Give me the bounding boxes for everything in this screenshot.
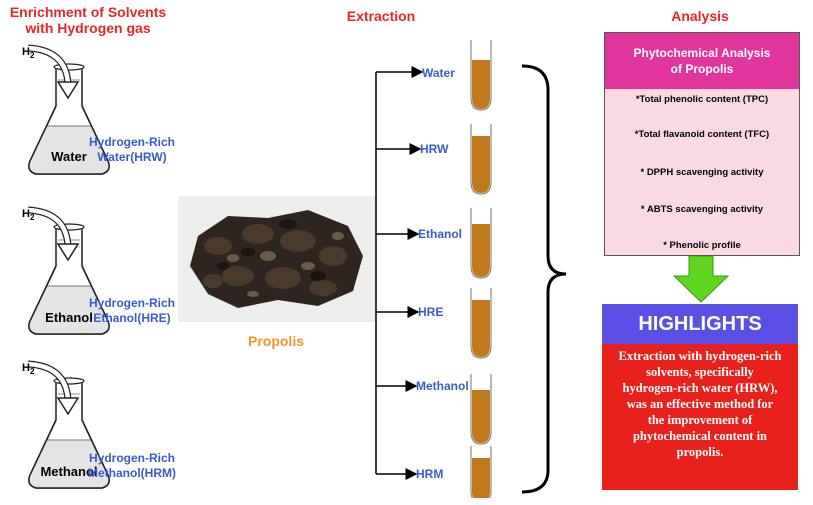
highlights-line: hydrogen-rich water (HRW), <box>622 381 778 395</box>
h2-label-1: H2 <box>22 46 34 60</box>
tube-label-hrw: HRW <box>420 142 449 156</box>
tube-methanol <box>470 374 492 445</box>
highlights-title: HIGHLIGHTS <box>602 304 798 344</box>
h2-label-2: H2 <box>22 208 34 222</box>
tube-hrw <box>470 124 492 195</box>
h2-text: H <box>22 208 30 220</box>
tube-hre <box>470 288 492 359</box>
highlights-line: phytochemical content in <box>632 429 768 443</box>
product-line2: Ethanol(HRE) <box>93 311 171 325</box>
tube-label-water: Water <box>422 66 455 80</box>
analysis-title: Analysis <box>671 8 729 24</box>
highlights-line: the improvement of <box>647 413 753 427</box>
h2-sub: 2 <box>29 51 35 61</box>
highlights-line: was an effective method for <box>626 397 774 411</box>
enrichment-title-line2: with Hydrogen gas <box>25 20 151 36</box>
flask-label-water: Water <box>51 149 87 164</box>
h2-sub: 2 <box>29 213 35 223</box>
flask-label-ethanol: Ethanol <box>45 310 93 325</box>
analysis-item-dpph: * DPPH scavenging activity <box>640 167 764 178</box>
enrichment-title: Enrichment of Solvents with Hydrogen gas <box>0 4 176 36</box>
product-line1: Hydrogen-Rich <box>88 451 175 465</box>
analysis-box: Phytochemical Analysis of Propolis *Tota… <box>604 32 800 256</box>
tube-label-hrm: HRM <box>416 467 444 481</box>
analysis-item-tfc: *Total flavanoid content (TFC) <box>634 129 770 140</box>
product-line1: Hydrogen-Rich <box>88 135 175 149</box>
highlights-body: Extraction with hydrogen-rich solvents, … <box>602 344 798 490</box>
test-tubes <box>470 40 492 498</box>
tube-label-methanol: Methanol <box>416 379 469 393</box>
analysis-title-line1: Phytochemical Analysis <box>633 46 771 60</box>
enrichment-title-line1: Enrichment of Solvents <box>9 4 167 20</box>
product-label-hrw: Hydrogen-Rich Water(HRW) <box>82 135 182 165</box>
propolis-label: Propolis <box>247 333 304 349</box>
product-line2: Water(HRW) <box>97 150 167 164</box>
highlights-line: solvents, specifically <box>646 365 754 379</box>
propolis-image <box>178 196 376 322</box>
green-down-arrow <box>672 256 730 303</box>
tube-label-ethanol: Ethanol <box>418 227 462 241</box>
tube-label-hre: HRE <box>418 305 444 319</box>
tube-hrm <box>470 446 492 498</box>
tube-water <box>470 40 492 111</box>
product-line1: Hydrogen-Rich <box>88 296 175 310</box>
product-label-hre: Hydrogen-Rich Ethanol(HRE) <box>82 296 182 326</box>
highlights-line: propolis. <box>676 445 724 459</box>
analysis-item-abts: * ABTS scavenging activity <box>640 204 764 215</box>
analysis-title-line2: of Propolis <box>670 62 734 76</box>
extraction-title: Extraction <box>346 8 416 24</box>
flask-diagram <box>0 0 110 489</box>
tube-ethanol <box>470 208 492 279</box>
flask-label-methanol: Methanol <box>40 464 98 479</box>
h2-sub: 2 <box>29 367 35 377</box>
analysis-item-phenolic-profile: * Phenolic profile <box>663 240 741 251</box>
extraction-connector <box>375 64 567 494</box>
product-label-hrm: Hydrogen-Rich Methanol(HRM) <box>82 451 182 481</box>
h2-label-3: H2 <box>22 362 34 376</box>
analysis-box-title: Phytochemical Analysis of Propolis <box>605 33 799 89</box>
product-line2: Methanol(HRM) <box>88 466 176 480</box>
analysis-item-tpc: *Total phenolic content (TPC) <box>635 94 769 105</box>
highlights-line: Extraction with hydrogen-rich <box>618 349 782 363</box>
h2-text: H <box>22 362 30 374</box>
h2-text: H <box>22 46 30 58</box>
